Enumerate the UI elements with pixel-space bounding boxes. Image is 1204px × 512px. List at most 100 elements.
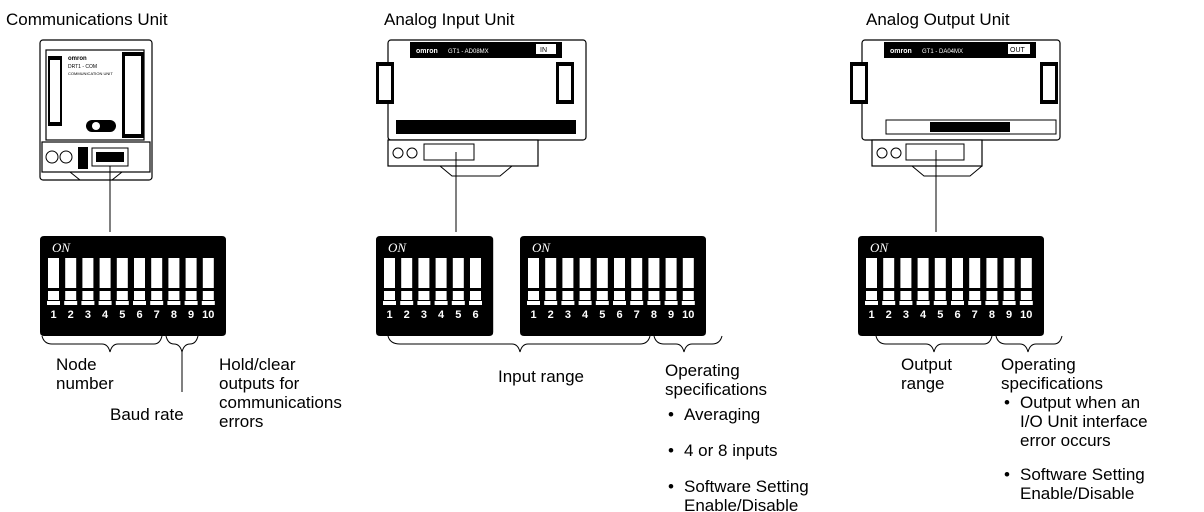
output-switch[interactable]: 6	[951, 258, 964, 321]
input-bottom-number: 5	[455, 326, 461, 338]
input-a-switch-number: 3	[421, 309, 427, 321]
input-b-switch[interactable]: 6	[613, 258, 626, 321]
comm-switch[interactable]: 10	[201, 258, 215, 321]
comm-switch-number: 8	[171, 309, 177, 321]
bracket-input-range	[387, 335, 651, 353]
input-model: GT1 - AD08MX	[448, 49, 489, 55]
output-switch[interactable]: 10	[1019, 258, 1033, 321]
input-b-switch[interactable]: 10	[681, 258, 695, 321]
comm-switch[interactable]: 7	[150, 258, 164, 321]
input-tag: IN	[540, 47, 547, 54]
output-opspec-bullet: •	[1004, 393, 1010, 412]
label-baud-rate: Baud rate	[110, 405, 184, 424]
comm-switch[interactable]: 1	[47, 258, 60, 321]
bracket-baud-rate	[165, 335, 199, 353]
output-switch[interactable]: 7	[968, 258, 982, 321]
input-a-switch-number: 4	[438, 309, 445, 321]
input-b-switch[interactable]: 1	[527, 258, 540, 321]
input-a-switch[interactable]: 1	[383, 258, 396, 321]
output-switch[interactable]: 2	[882, 258, 896, 321]
comm-on-label: ON	[52, 240, 71, 255]
comm-switch-number: 4	[102, 309, 109, 321]
input-b-switch-number: 10	[682, 309, 694, 321]
input-bottom-number: 1	[386, 326, 392, 338]
analog-output-unit-device: omron GT1 - DA04MX OUT	[850, 39, 1061, 177]
output-switch[interactable]: 4	[916, 258, 930, 321]
comm-switch-number: 1	[50, 309, 56, 321]
comm-sub: COMMUNICATION UNIT	[68, 71, 113, 76]
input-a-switch[interactable]: 4	[434, 258, 448, 321]
output-switch-number: 7	[972, 309, 978, 321]
input-bottom-number: 11	[597, 326, 608, 338]
input-b-switch[interactable]: 8	[647, 258, 661, 321]
output-tag: OUT	[1010, 47, 1026, 54]
comm-switch-number: 3	[85, 309, 91, 321]
comm-switch[interactable]: 6	[133, 258, 146, 321]
input-b-switch-number: 1	[530, 309, 536, 321]
input-a-switch[interactable]: 6	[469, 258, 482, 321]
comm-model: DRT1 - COM	[68, 64, 97, 70]
input-bottom-number: 8	[548, 326, 554, 338]
communications-unit-device: omron DRT1 - COM COMMUNICATION UNIT	[39, 39, 153, 181]
input-bottom-number: 12	[613, 326, 625, 338]
label-output-range: Output range	[901, 355, 957, 393]
input-bottom-number: 15	[665, 326, 677, 338]
output-switch[interactable]: 9	[1002, 258, 1016, 321]
comm-switch-number: 9	[188, 309, 194, 321]
input-b-switch[interactable]: 2	[544, 258, 558, 321]
output-switch-number: 10	[1020, 309, 1032, 321]
comm-switch[interactable]: 5	[115, 258, 129, 321]
input-bottom-number: 7	[530, 326, 536, 338]
input-b-switch[interactable]: 3	[561, 258, 575, 321]
input-bottom-number: 3	[421, 326, 427, 338]
output-switch[interactable]: 8	[985, 258, 999, 321]
bracket-output-opspec	[995, 335, 1063, 353]
input-b-switch-number: 9	[668, 309, 674, 321]
input-b-switch-number: 6	[616, 309, 622, 321]
input-bottom-number: 10	[579, 326, 591, 338]
output-switch-number: 4	[920, 309, 927, 321]
input-opspec-item: 4 or 8 inputs	[684, 441, 778, 460]
input-b-switch[interactable]: 9	[664, 258, 678, 321]
input-b-switch-number: 3	[565, 309, 571, 321]
input-b-switch[interactable]: 4	[578, 258, 592, 321]
comm-switch[interactable]: 3	[81, 258, 95, 321]
output-switch[interactable]: 3	[899, 258, 913, 321]
input-a-switch-number: 6	[472, 309, 478, 321]
input-bottom-number: 6	[472, 326, 478, 338]
output-switch-number: 2	[886, 309, 892, 321]
input-a-switch-number: 5	[455, 309, 461, 321]
comm-switch-number: 6	[136, 309, 142, 321]
input-b-switch-number: 4	[582, 309, 589, 321]
input-a-switch-number: 1	[386, 309, 392, 321]
input-opspec-bullets: •Averaging•4 or 8 inputs•Software Settin…	[668, 405, 809, 512]
input-a-switch[interactable]: 2	[400, 258, 414, 321]
input-opspec-bullet: •	[668, 477, 674, 496]
label-input-range: Input range	[498, 367, 584, 386]
output-switch[interactable]: 5	[933, 258, 947, 321]
input-b-switch[interactable]: 5	[595, 258, 609, 321]
output-switch-number: 3	[903, 309, 909, 321]
comm-switch[interactable]: 8	[167, 258, 181, 321]
input-b-switch-number: 8	[651, 309, 657, 321]
input-b-switch[interactable]: 7	[630, 258, 644, 321]
input-brand: omron	[416, 48, 438, 55]
comm-brand: omron	[68, 56, 87, 62]
analog-input-unit-device: omron GT1 - AD08MX IN	[376, 39, 587, 177]
input-a-switch[interactable]: 3	[417, 258, 431, 321]
input-opspec-item: Averaging	[684, 405, 760, 424]
input-a-switch[interactable]: 5	[451, 258, 465, 321]
output-model: GT1 - DA04MX	[922, 49, 963, 55]
input-b-switch-number: 2	[548, 309, 554, 321]
comm-switch[interactable]: 2	[64, 258, 78, 321]
comm-switch[interactable]: 4	[98, 258, 112, 321]
comm-switch-number: 7	[154, 309, 160, 321]
comm-switch[interactable]: 9	[184, 258, 198, 321]
output-switch[interactable]: 1	[865, 258, 878, 321]
label-node-number: Node number	[56, 355, 114, 393]
